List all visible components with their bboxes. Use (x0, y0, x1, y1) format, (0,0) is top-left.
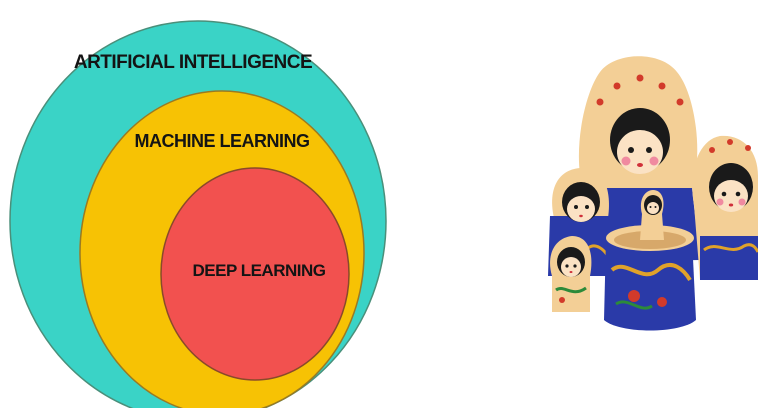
machine-learning-label: MACHINE LEARNING (135, 131, 310, 151)
artificial-intelligence-label: ARTIFICIAL INTELLIGENCE (74, 52, 312, 73)
nested-diagram: ARTIFICIAL INTELLIGENCE MACHINE LEARNING… (9, 20, 387, 408)
deep-learning-circle (160, 167, 350, 381)
matryoshka-photo (548, 56, 758, 331)
open-doll-base (604, 225, 696, 331)
deep-learning-label: DEEP LEARNING (193, 261, 326, 280)
right-doll (692, 135, 758, 280)
small-doll (550, 236, 592, 312)
tiny-doll (640, 190, 664, 240)
